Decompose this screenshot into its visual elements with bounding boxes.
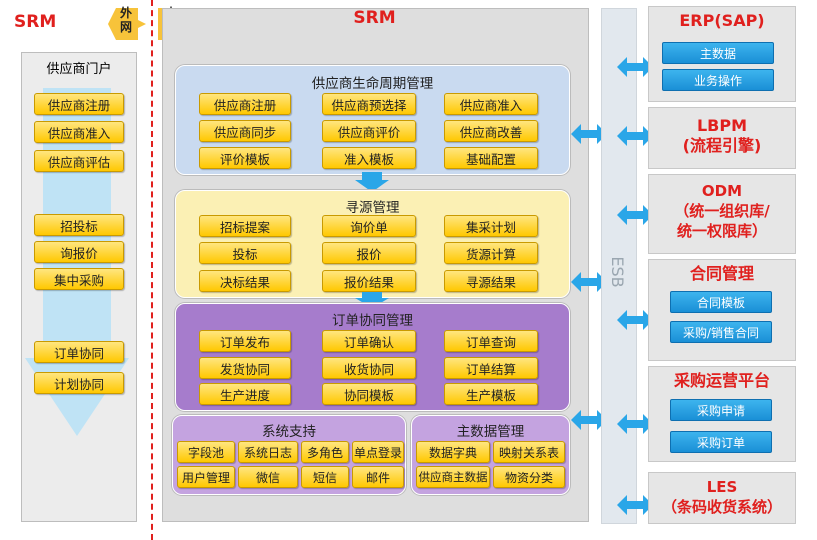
erp-business-ops[interactable]: 业务操作 [662,69,774,91]
esb-system-double-arrow-icon [617,126,653,146]
esb-system-double-arrow-icon [617,495,653,515]
portal-supplier-register[interactable]: 供应商注册 [34,93,124,115]
lc-supplier-improve[interactable]: 供应商改善 [444,120,538,142]
flow-down-arrow-icon [355,292,389,308]
sys-sso[interactable]: 单点登录 [352,441,404,463]
contract-template[interactable]: 合同模板 [670,291,772,313]
purchase-request[interactable]: 采购申请 [670,399,772,421]
erp-sap-title: ERP(SAP) [679,11,765,30]
src-source-calc[interactable]: 货源计算 [444,242,538,264]
lc-supplier-admission[interactable]: 供应商准入 [444,93,538,115]
src-central-plan[interactable]: 集采计划 [444,215,538,237]
src-inquiry-sheet[interactable]: 询价单 [322,215,416,237]
esb-label: ESB [608,256,627,288]
les-box: LES （条码收货系统） [648,472,796,524]
srm-esb-double-arrow-icon [571,272,607,292]
ord-publish[interactable]: 订单发布 [199,330,291,352]
portal-bidding[interactable]: 招投标 [34,214,124,236]
network-divider [151,0,153,540]
procurement-platform-title: 采购运营平台 [673,371,770,390]
masterdata-title: 主数据管理 [456,424,525,440]
esb-bus [601,8,637,524]
esb-system-double-arrow-icon [617,310,653,330]
purchase-order[interactable]: 采购订单 [670,431,772,453]
ord-production-template[interactable]: 生产模板 [444,383,538,405]
contract-mgmt-title: 合同管理 [689,264,754,283]
esb-system-double-arrow-icon [617,57,653,77]
erp-master-data[interactable]: 主数据 [662,42,774,64]
sys-user-mgmt[interactable]: 用户管理 [177,466,235,488]
sourcing-title: 寻源管理 [345,200,400,216]
sys-multi-role[interactable]: 多角色 [301,441,349,463]
ord-production-progress[interactable]: 生产进度 [199,383,291,405]
portal-supplier-assessment[interactable]: 供应商评估 [34,150,124,172]
lc-admission-template[interactable]: 准入模板 [322,147,416,169]
src-quote[interactable]: 报价 [322,242,416,264]
src-award-result[interactable]: 决标结果 [199,270,291,292]
ord-collab-template[interactable]: 协同模板 [322,383,416,405]
order-title: 订单协同管理 [332,313,413,329]
odm-box: ODM （统一组织库/ 统一权限库） [648,174,796,254]
lc-base-config[interactable]: 基础配置 [444,147,538,169]
portal-supplier-admission[interactable]: 供应商准入 [34,121,124,143]
lc-supplier-sync[interactable]: 供应商同步 [199,120,291,142]
sys-field-pool[interactable]: 字段池 [177,441,235,463]
esb-system-double-arrow-icon [617,205,653,225]
ord-query[interactable]: 订单查询 [444,330,538,352]
sys-sms[interactable]: 短信 [301,466,349,488]
portal-inquiry[interactable]: 询报价 [34,241,124,263]
lbpm-box: LBPM (流程引擎) [648,107,796,169]
sys-wechat[interactable]: 微信 [238,466,298,488]
lc-supplier-register[interactable]: 供应商注册 [199,93,291,115]
md-material-category[interactable]: 物资分类 [493,466,565,488]
srm-esb-double-arrow-icon [571,124,607,144]
md-data-dictionary[interactable]: 数据字典 [416,441,490,463]
purchase-sales-contract[interactable]: 采购/销售合同 [670,321,772,343]
sys-log[interactable]: 系统日志 [238,441,298,463]
system-support-title: 系统支持 [262,424,316,440]
lc-supplier-preselect[interactable]: 供应商预选择 [322,93,416,115]
ord-receive-collab[interactable]: 收货协同 [322,357,416,379]
srm-esb-double-arrow-icon [571,410,607,430]
lc-supplier-evaluation[interactable]: 供应商评价 [322,120,416,142]
odm-title: ODM （统一组织库/ 统一权限库） [674,182,770,240]
src-bid-proposal[interactable]: 招标提案 [199,215,291,237]
portal-title: 供应商门户 [46,62,112,77]
src-bid[interactable]: 投标 [199,242,291,264]
ord-settlement[interactable]: 订单结算 [444,357,538,379]
md-mapping-table[interactable]: 映射关系表 [493,441,565,463]
lbpm-title: LBPM (流程引擎) [682,116,762,155]
srm-main-title: SRM [353,8,396,28]
outer-network-label: 外网 [119,6,132,34]
sys-email[interactable]: 邮件 [352,466,404,488]
lifecycle-title: 供应商生命周期管理 [311,76,434,92]
src-quote-result[interactable]: 报价结果 [322,270,416,292]
outer-network-arrow-icon [108,8,146,40]
ord-ship-collab[interactable]: 发货协同 [199,357,291,379]
md-supplier-master[interactable]: 供应商主数据 [416,466,490,488]
src-sourcing-result[interactable]: 寻源结果 [444,270,538,292]
esb-system-double-arrow-icon [617,414,653,434]
ord-confirm[interactable]: 订单确认 [322,330,416,352]
portal-central-purchase[interactable]: 集中采购 [34,268,124,290]
portal-order-collab[interactable]: 订单协同 [34,341,124,363]
flow-down-arrow-icon [355,172,389,192]
les-title: LES （条码收货系统） [661,478,782,516]
portal-plan-collab[interactable]: 计划协同 [34,372,124,394]
srm-left-title: SRM [14,12,57,32]
lc-eval-template[interactable]: 评价模板 [199,147,291,169]
